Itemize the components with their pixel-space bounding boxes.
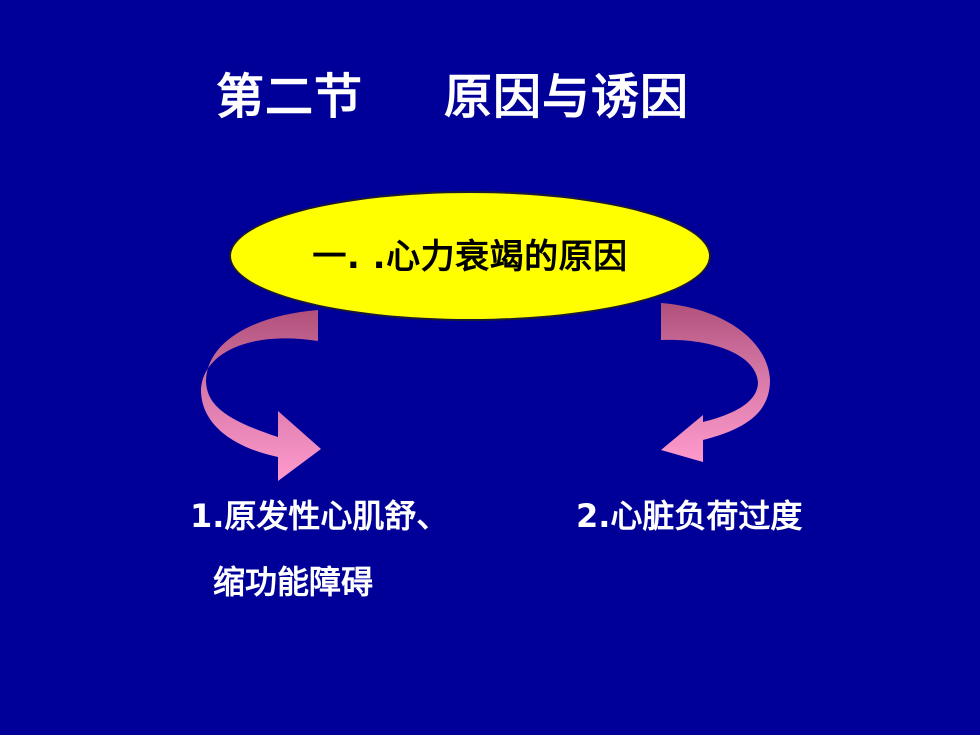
curved-arrow-right-icon [661, 303, 770, 462]
ellipse-label: 一. .心力衰竭的原因 [312, 236, 628, 277]
curved-arrow-left-icon [201, 310, 321, 481]
cause-ellipse: 一. .心力衰竭的原因 [229, 191, 711, 321]
cause-1-label-line1: 1.原发性心肌舒、 [190, 497, 449, 535]
cause-1-label-line2: 缩功能障碍 [213, 563, 374, 601]
title-section-name: 原因与诱因 [444, 69, 690, 125]
cause-2-label: 2.心脏负荷过度 [576, 497, 803, 535]
title-section-number: 第二节 [216, 69, 364, 125]
